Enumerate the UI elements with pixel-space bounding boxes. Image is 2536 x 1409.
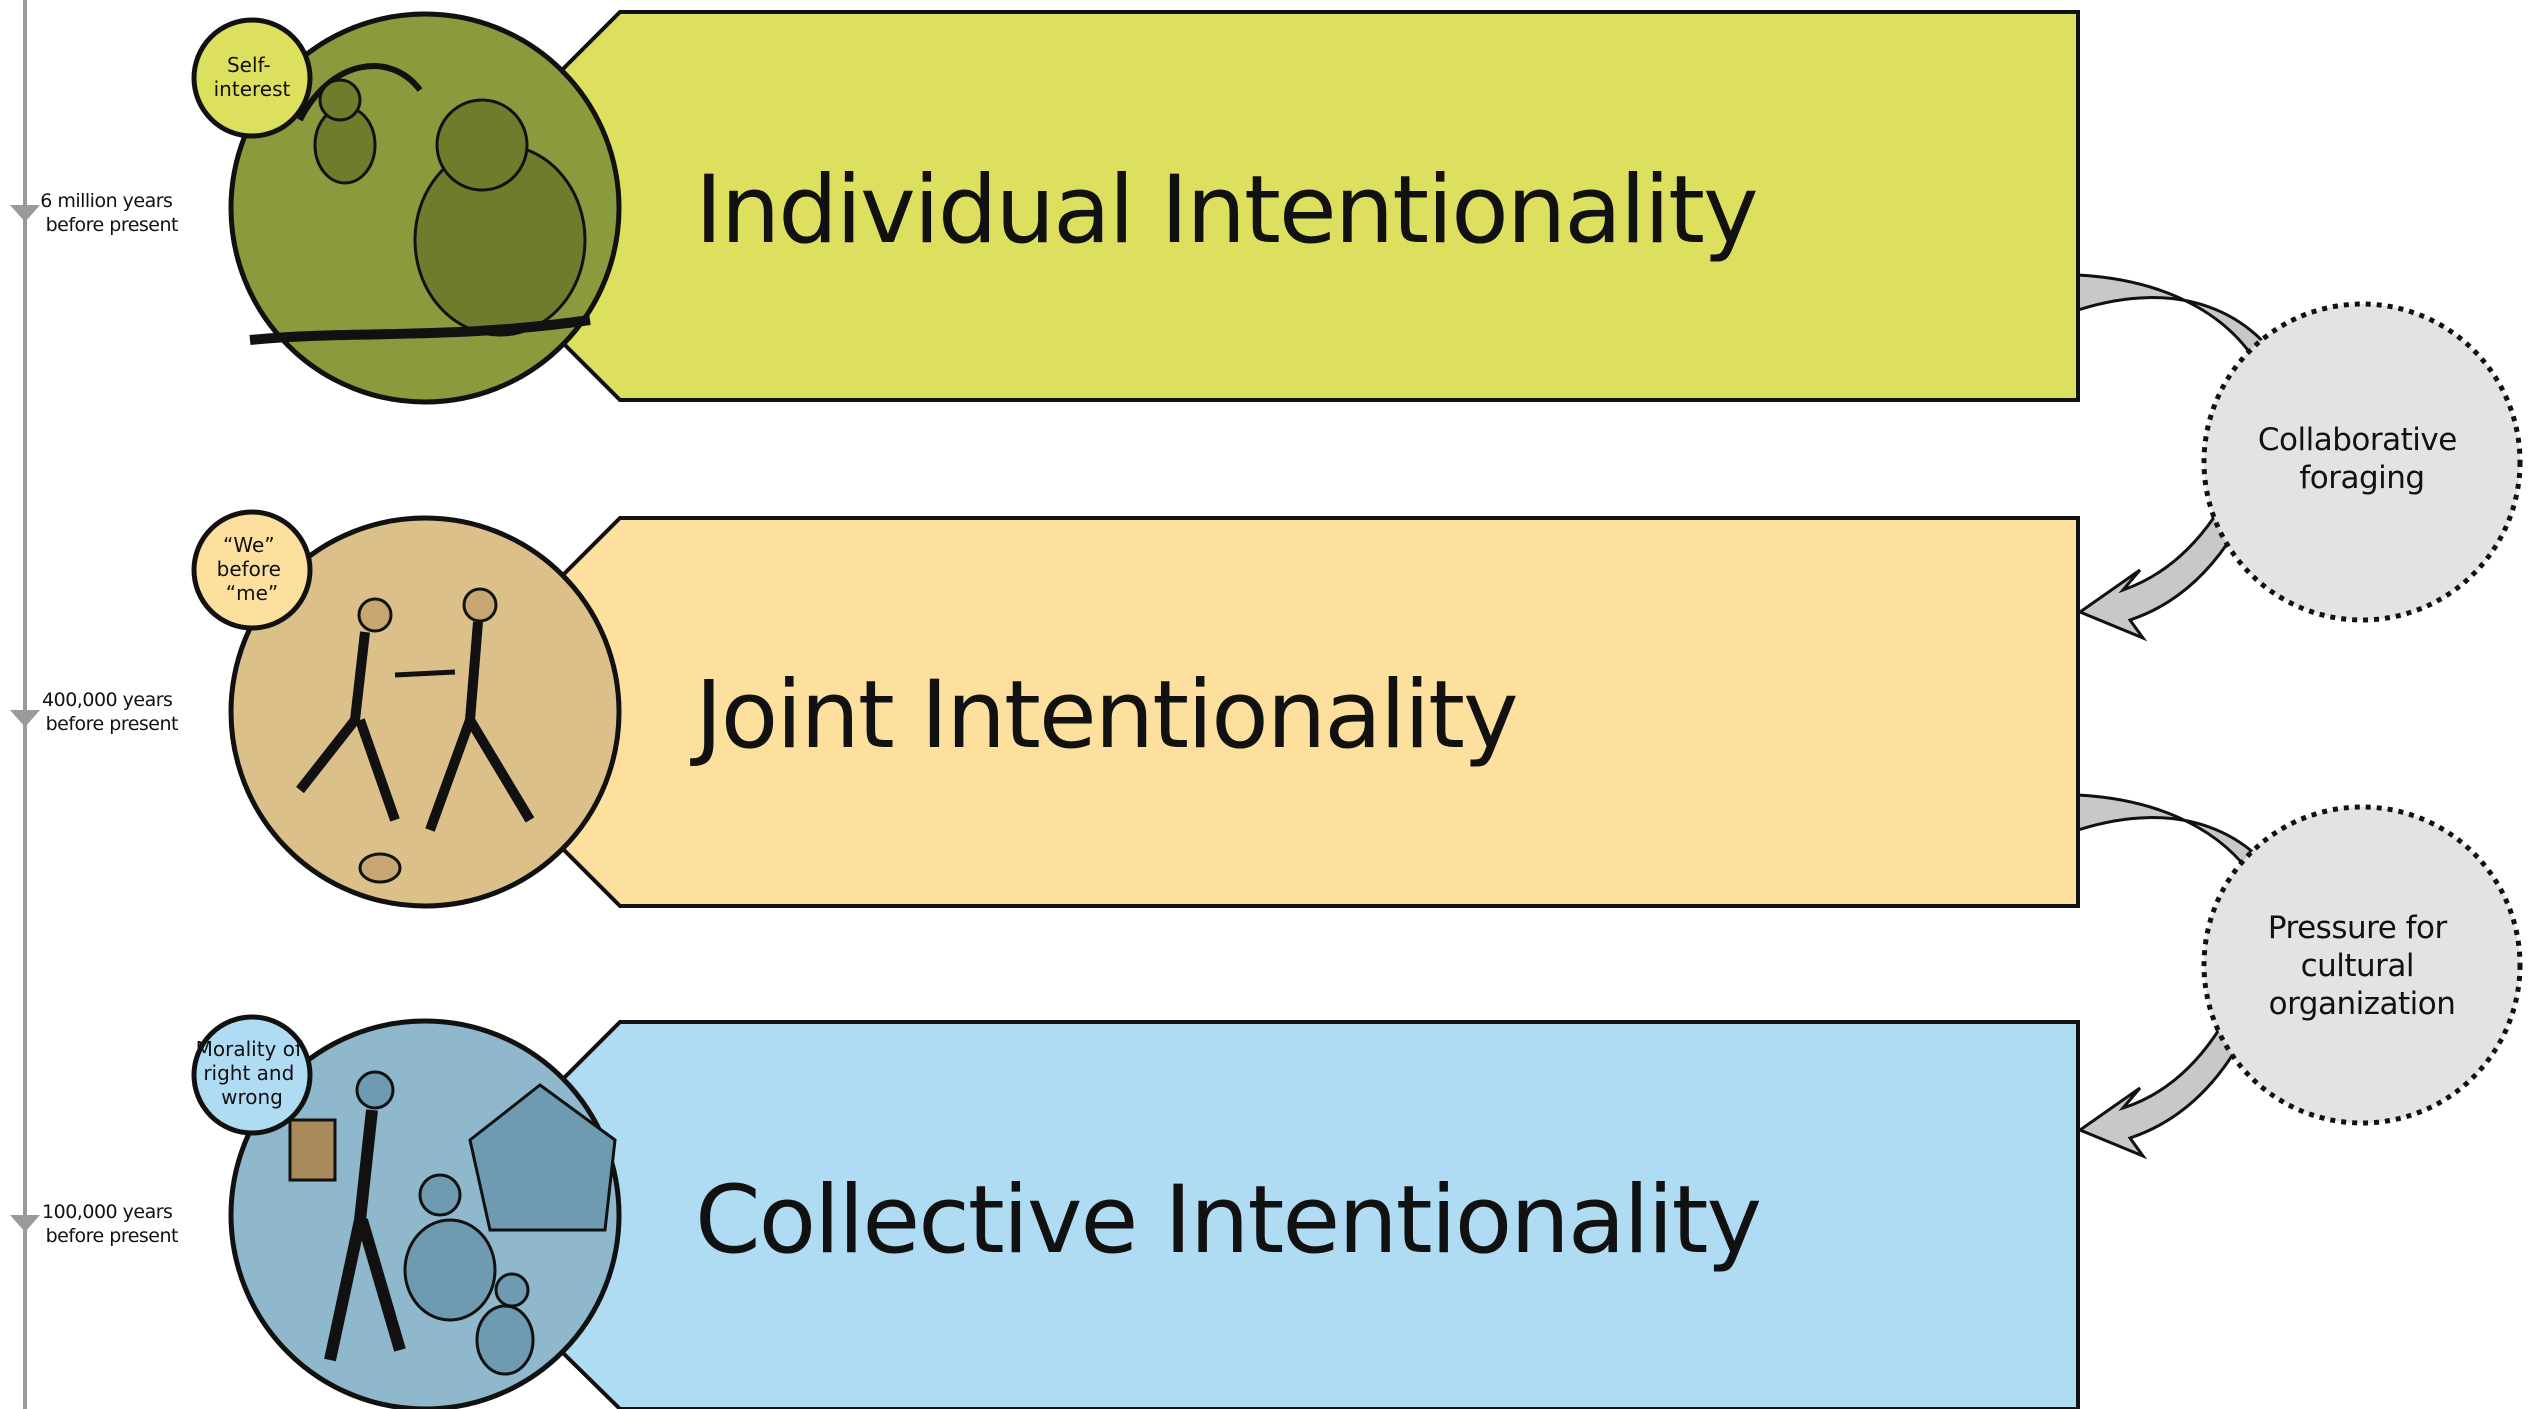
- timeline-label-2: 400,000 years before present: [42, 689, 178, 735]
- stage-collective: Collective Intentionality Morality of ri…: [191, 1014, 2080, 1409]
- timeline-label-1: 6 million years before present: [40, 190, 178, 236]
- timeline-marker-1: [10, 205, 40, 222]
- driver-label: Pressure for cultural organization: [2268, 910, 2456, 1022]
- timeline-marker-2: [10, 710, 40, 727]
- timeline-marker-3: [10, 1215, 40, 1232]
- timeline-label-3: 100,000 years before present: [42, 1201, 178, 1247]
- stage-individual: Individual Intentionality Self- interest: [191, 10, 2080, 405]
- hunters-figures: [296, 587, 535, 884]
- driver-circle: [2201, 804, 2523, 1126]
- badge-text: “We” before “me”: [217, 533, 288, 605]
- driver-label: Collaborative foraging: [2258, 422, 2466, 496]
- stage-title: Collective Intentionality: [695, 1166, 1760, 1275]
- driver-circle: [2201, 301, 2523, 623]
- driver-collaborative-foraging: Collaborative foraging: [2201, 301, 2523, 623]
- badge-text: Morality of right and wrong: [196, 1037, 309, 1109]
- badge-circle: [191, 17, 313, 139]
- stage-title: Joint Intentionality: [690, 661, 1517, 770]
- village-figures: [288, 1070, 617, 1376]
- driver-cultural-organization: Pressure for cultural organization: [2201, 804, 2523, 1126]
- stage-joint: Joint Intentionality “We” before “me”: [191, 509, 2080, 909]
- badge-text: Self- interest: [214, 53, 291, 101]
- stage-title: Individual Intentionality: [695, 156, 1757, 265]
- chimpanzee-figure: [249, 63, 591, 345]
- badge-circle: [191, 1014, 313, 1136]
- badge-circle: [191, 509, 313, 631]
